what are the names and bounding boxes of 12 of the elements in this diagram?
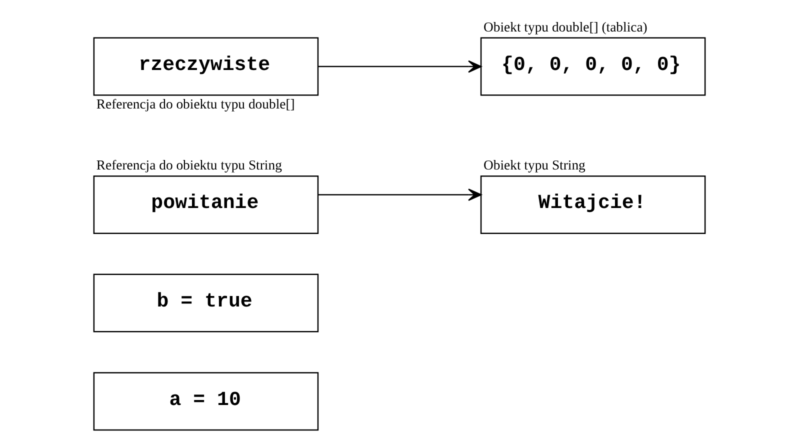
node-label: Referencja do obiektu typu String	[96, 158, 282, 173]
node-label: Obiekt typu double[] (tablica)	[484, 19, 648, 34]
arrow	[318, 188, 482, 201]
node-label: Referencja do obiektu typu double[]	[96, 96, 295, 112]
node-box: a = 10	[93, 372, 319, 431]
node-box: powitanie	[93, 175, 319, 234]
node-box: rzeczywiste	[93, 37, 319, 96]
node-box: {0, 0, 0, 0, 0}	[480, 37, 706, 96]
arrow	[318, 60, 482, 73]
node-box: Witajcie!	[480, 175, 706, 234]
node-label: Obiekt typu String	[484, 158, 586, 173]
node-box: b = true	[93, 274, 319, 332]
